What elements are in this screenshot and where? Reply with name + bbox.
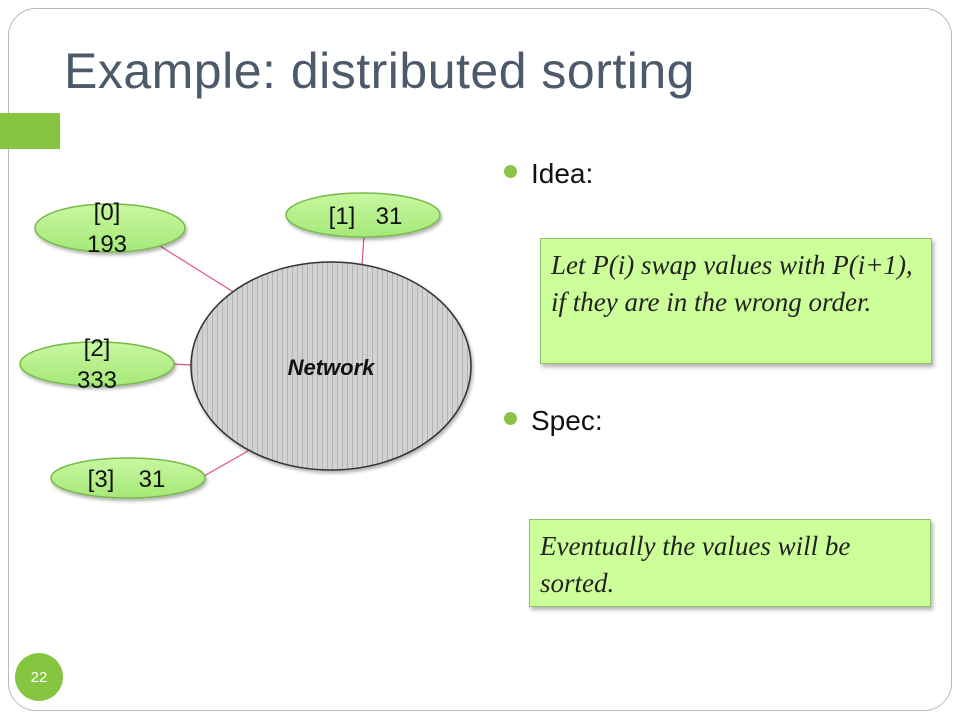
slide-title: Example: distributed sorting — [64, 43, 695, 99]
title-accent-bar — [0, 113, 60, 149]
node-0: [0] 193 — [34, 199, 186, 258]
node-3: [3] 31 — [50, 457, 206, 499]
node-3-index: [3] — [88, 466, 115, 493]
idea-callout: Let P(i) swap values with P(i+1), if the… — [540, 238, 932, 364]
page-number-badge: 22 — [15, 653, 63, 701]
link-node-2 — [171, 363, 193, 366]
network-ellipse — [190, 261, 472, 471]
page-number: 22 — [30, 668, 48, 686]
node-2-index: [2] — [84, 335, 111, 362]
link-node-3 — [203, 450, 249, 477]
node-0-value: 193 — [87, 231, 127, 258]
node-1-index: [1] — [329, 203, 356, 230]
node-2: [2] 333 — [19, 335, 175, 394]
node-1: [1] 31 — [285, 192, 441, 238]
node-2-value: 333 — [77, 367, 117, 394]
node-3-value: 31 — [139, 466, 166, 493]
bullet-spec: Spec: — [504, 405, 603, 437]
bullet-idea: Idea: — [504, 158, 593, 190]
bullet-idea-label: Idea: — [531, 158, 594, 189]
network-label: Network — [288, 355, 377, 380]
link-node-1 — [361, 235, 365, 266]
spec-callout: Eventually the values will be sorted. — [529, 519, 931, 607]
node-1-value: 31 — [376, 203, 403, 230]
node-0-index: [0] — [94, 199, 121, 226]
link-node-0 — [159, 245, 236, 294]
bullet-dot-icon — [504, 165, 517, 178]
bullet-dot-icon — [504, 412, 517, 425]
bullet-spec-label: Spec: — [531, 405, 603, 436]
